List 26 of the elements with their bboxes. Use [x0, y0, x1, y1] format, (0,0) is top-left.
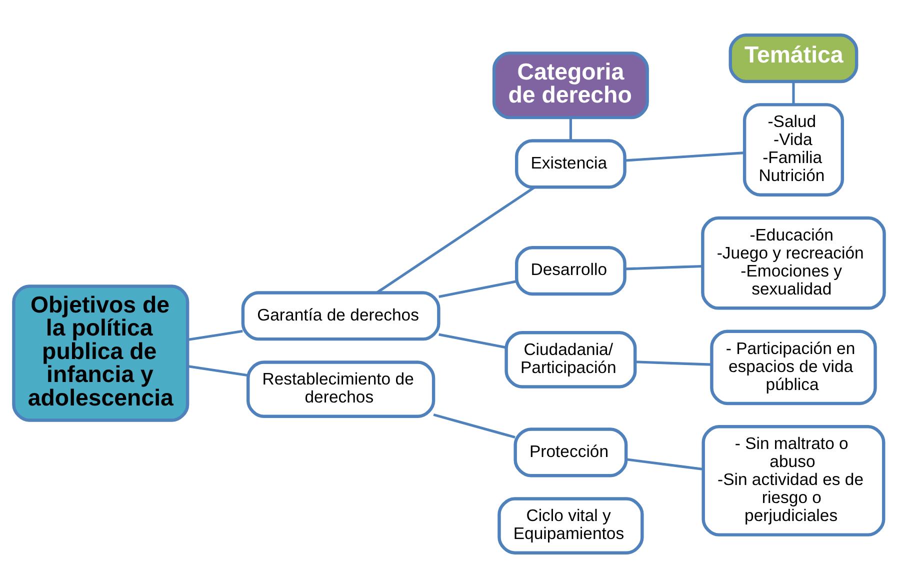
- node-box: Ciudadania/ Participación: [504, 331, 637, 388]
- node-box: Garantía de derechos: [241, 291, 440, 341]
- node-box: - Sin maltrato o abuso -Sin actividad es de riesgo o perjudiciales: [702, 425, 886, 536]
- node-box: Categoria de derecho: [492, 52, 649, 120]
- node-box: -Educación -Juego y recreación -Emociones y sexualidad: [701, 216, 886, 310]
- node-box: Protección: [514, 428, 628, 478]
- node-box: Objetivos de la política publica de infancia y adolescencia: [12, 284, 190, 422]
- connector: [625, 152, 744, 162]
- node-box: Temática: [728, 34, 858, 84]
- connector: [438, 280, 517, 298]
- connector: [188, 330, 243, 342]
- connector: [433, 413, 516, 439]
- node-box: - Participación en espacios de vida pública: [710, 330, 877, 406]
- connector: [625, 264, 702, 270]
- connector: [792, 82, 795, 104]
- node-box: Restablecimiento de derechos: [246, 360, 436, 418]
- connector: [626, 458, 704, 471]
- connector: [569, 118, 572, 141]
- connector: [438, 333, 506, 349]
- connector: [635, 360, 712, 366]
- node-box: -Salud -Vida -Familia Nutrición: [742, 103, 844, 196]
- node-box: Desarrollo: [515, 246, 626, 296]
- connector: [376, 186, 536, 294]
- connector: [188, 364, 248, 377]
- node-box: Existencia: [515, 139, 626, 189]
- node-box: Ciclo vital y Equipamientos: [498, 497, 644, 554]
